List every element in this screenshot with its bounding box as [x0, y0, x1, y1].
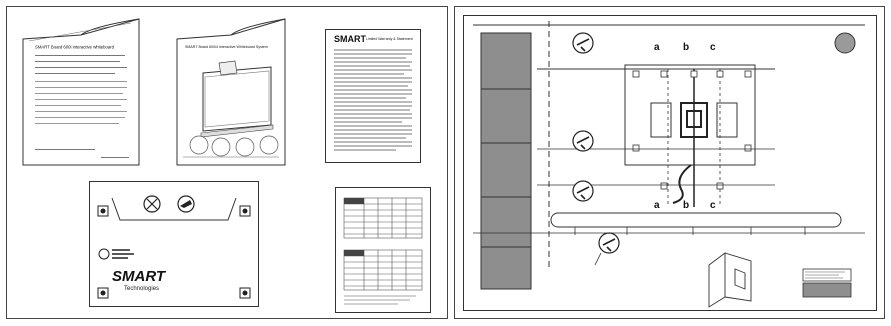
package-contents-panel: SMART Board 600i interactive whiteboard — [6, 6, 448, 319]
wall-template-sheet: SMART Technologies — [89, 181, 259, 307]
installation-drawing-panel: a b c a b c — [454, 6, 885, 319]
warranty-booklet: SMART Board 600i interactive whiteboard — [21, 17, 141, 167]
drawing-inner-border — [463, 15, 877, 311]
mark-c-top: c — [710, 42, 716, 53]
sheet-3-heading: Limited Warranty & Statement — [366, 37, 413, 42]
template-sublogo: Technologies — [124, 286, 160, 292]
template-drawing — [97, 195, 251, 299]
template-logo: SMART — [112, 268, 166, 285]
booklet-2-title: SMART Board 600i4 Interactive Whiteboard… — [185, 45, 268, 50]
mark-b-bottom: b — [683, 200, 690, 211]
mark-a-top: a — [654, 42, 660, 53]
warranty-sheet: SMART Limited Warranty & Statement — [325, 29, 421, 163]
mark-c-bottom: c — [710, 200, 716, 211]
mark-b-top: b — [683, 42, 690, 53]
sheet-3-text-lines — [334, 49, 412, 151]
booklet-1-title: SMART Board 600i interactive whiteboard — [35, 45, 114, 51]
sheet-3-logo: SMART — [334, 34, 366, 44]
specification-sheet — [335, 187, 431, 313]
booklet-2-outline — [176, 18, 286, 166]
mark-a-bottom: a — [654, 200, 660, 211]
booklet-outline — [22, 18, 140, 166]
installation-booklet: SMART Board 600i4 Interactive Whiteboard… — [175, 17, 287, 167]
wall-template-drawing — [473, 21, 865, 308]
spec-tables — [343, 197, 423, 305]
